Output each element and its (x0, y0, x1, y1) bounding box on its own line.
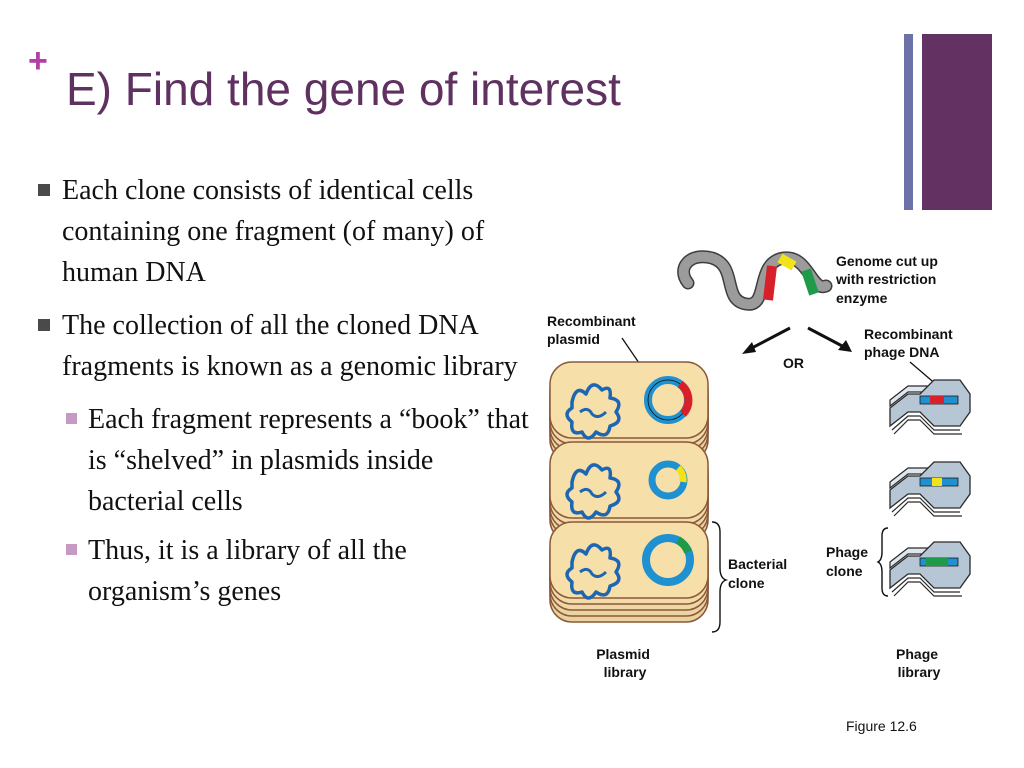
arrow-left-icon (742, 342, 756, 354)
sub-bullet-square-icon (66, 544, 77, 555)
genome-fragment-red (763, 265, 777, 301)
bullet-list: Each clone consists of identical cells c… (36, 170, 536, 620)
arrow-right-icon (838, 340, 852, 352)
plasmid-library-label: Plasmid library (596, 646, 654, 680)
sub-bullet-text: Each fragment represents a “book” that i… (88, 404, 529, 517)
decor-bar-thick (922, 34, 992, 210)
genome-label: Genome cut up with restriction enzyme (835, 253, 942, 306)
genome-fragment-yellow (777, 253, 797, 271)
bacterial-cell-stack (548, 360, 710, 464)
sub-bullet-text: Thus, it is a library of all the organis… (88, 535, 407, 607)
bullet-text: Each clone consists of identical cells c… (62, 175, 485, 288)
phage-library-label: Phage library (896, 646, 942, 680)
bullet-square-icon (38, 319, 50, 331)
bacterial-cell-stack (548, 440, 710, 544)
figure-caption: Figure 12.6 (846, 718, 917, 734)
genome-fragment-green (801, 268, 819, 296)
slide-title: E) Find the gene of interest (66, 63, 621, 115)
decor-bar-thin (904, 34, 913, 210)
phage-clone-label: Phage clone (826, 544, 872, 579)
recombinant-phage-label: Recombinant phage DNA (864, 326, 957, 360)
bullet-square-icon (38, 184, 50, 196)
bacterial-clone-label: Bacterial clone (728, 556, 791, 591)
or-label: OR (783, 355, 804, 371)
bacterial-cell-stack (548, 520, 710, 624)
phage-particle (889, 541, 971, 597)
bullet-text: The collection of all the cloned DNA fra… (62, 310, 518, 382)
genomic-library-diagram: Genome cut up with restriction enzyme OR… (547, 250, 971, 680)
recombinant-plasmid-label: Recombinant plasmid (547, 313, 640, 347)
phage-clone-brace (876, 527, 889, 597)
bullet-item: The collection of all the cloned DNA fra… (36, 305, 536, 387)
sub-bullet-item: Each fragment represents a “book” that i… (36, 399, 536, 522)
sub-bullet-square-icon (66, 413, 77, 424)
bullet-item: Each clone consists of identical cells c… (36, 170, 536, 293)
bacterial-clone-brace (711, 521, 729, 633)
sub-bullet-item: Thus, it is a library of all the organis… (36, 530, 536, 612)
phage-particle (889, 461, 971, 517)
slide-plus-marker: + (28, 42, 48, 80)
phage-particle (889, 379, 971, 435)
